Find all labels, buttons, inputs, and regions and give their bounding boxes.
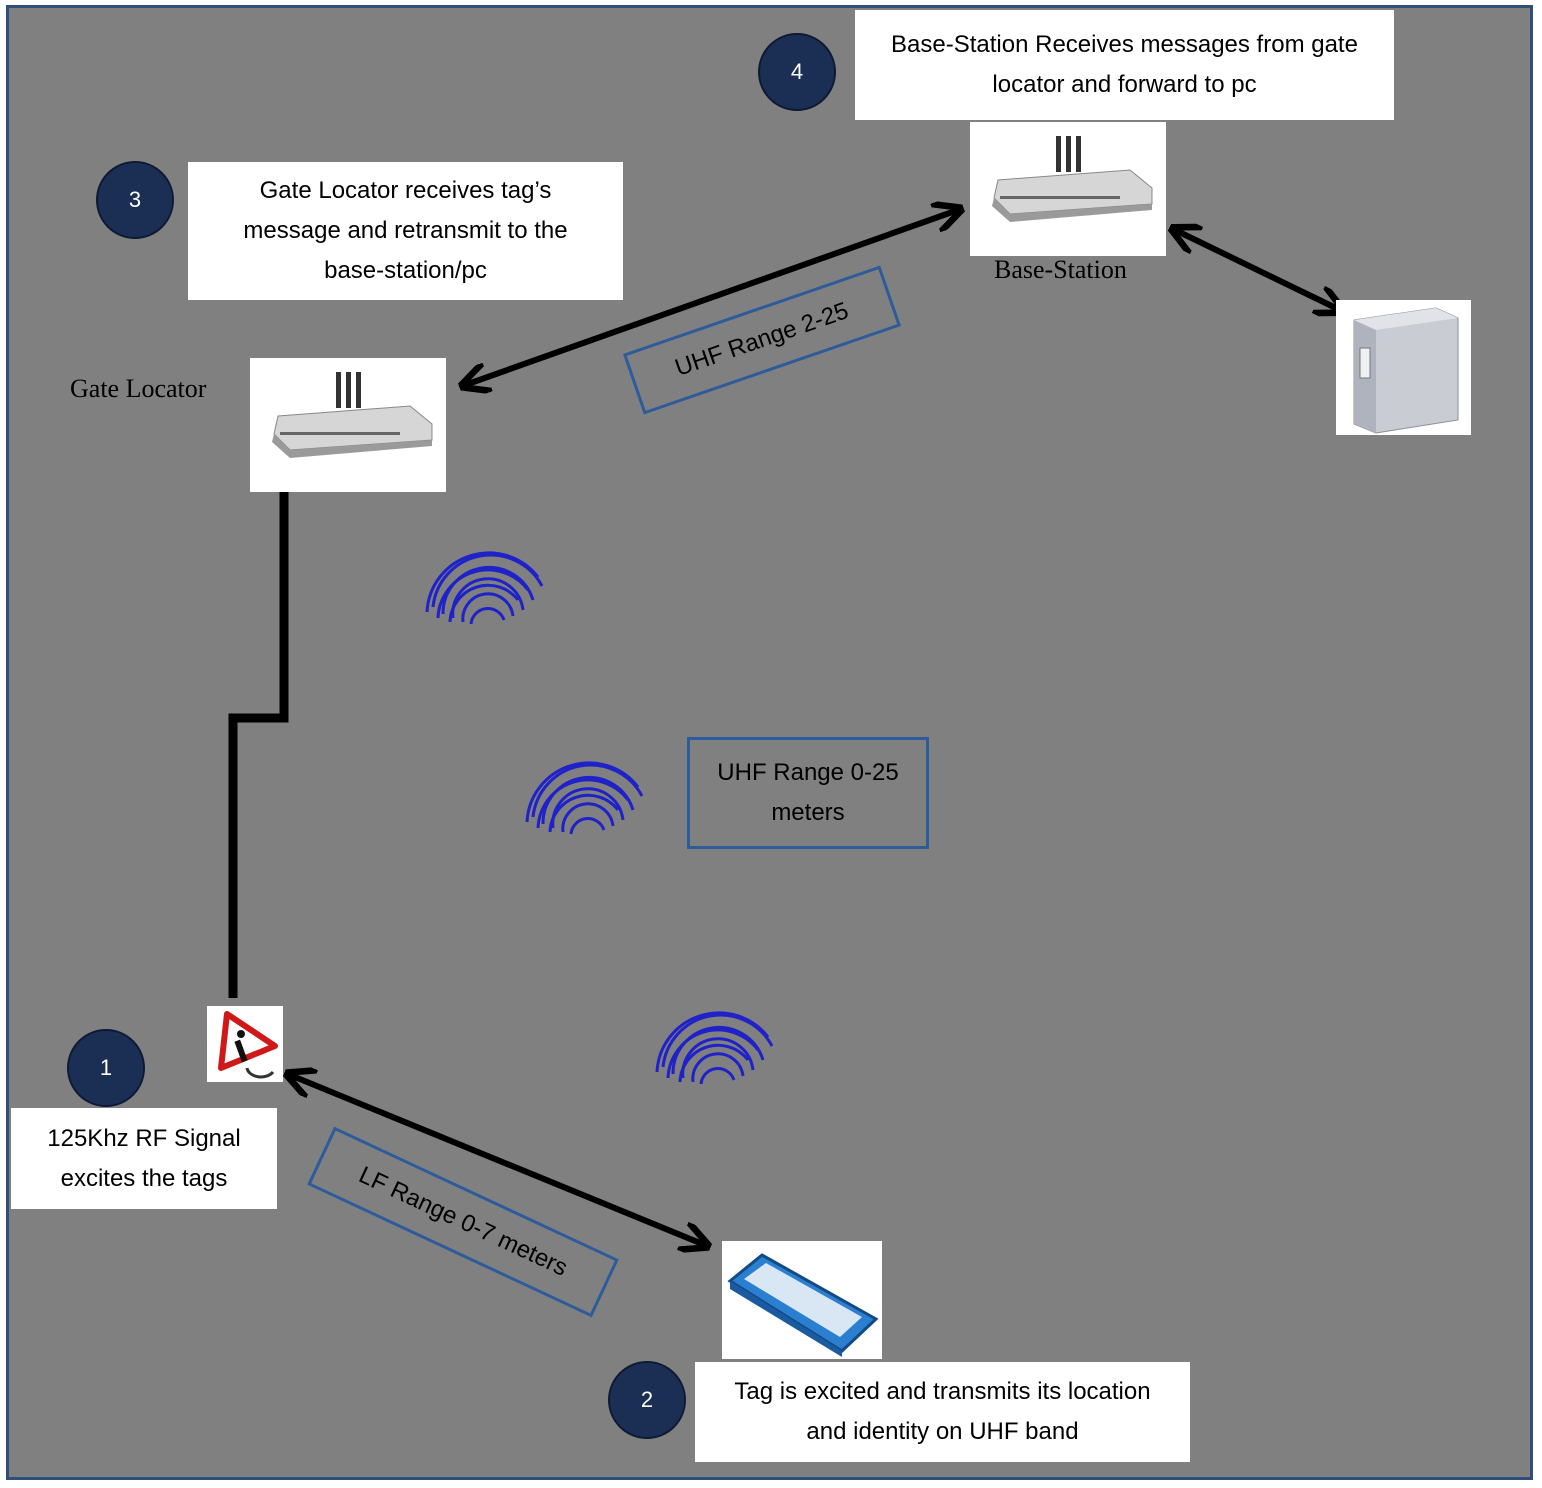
wired-link-line xyxy=(228,448,289,998)
base-station-label: Base-Station xyxy=(994,255,1127,284)
pc-link-arrow xyxy=(1175,230,1340,310)
step-2-badge: 2 xyxy=(608,1361,686,1439)
pc-tower-icon xyxy=(1336,300,1471,435)
gate-locator-label: Gate Locator xyxy=(70,374,207,403)
gate-locator-device-icon xyxy=(250,358,446,492)
uhf-range-0-25-line1: UHF Range 0-25 xyxy=(717,759,899,786)
lf-exciter-warning-icon xyxy=(207,1006,283,1082)
step-3-note: Gate Locator receives tag’s message and … xyxy=(188,162,623,300)
uhf-range-0-25-line2: meters xyxy=(771,799,845,826)
uhf-range-0-25-box: UHF Range 0-25 meters xyxy=(687,737,929,849)
lf-link-arrow xyxy=(290,1075,705,1245)
step-1-badge: 1 xyxy=(67,1029,145,1107)
step-2-line2: and identity on UHF band xyxy=(806,1418,1079,1445)
rf-tag-device-icon xyxy=(722,1241,882,1359)
step-3-badge: 3 xyxy=(96,161,174,239)
step-4-badge: 4 xyxy=(758,33,836,111)
step-4-line2: locator and forward to pc xyxy=(992,71,1257,98)
step-2-note: Tag is excited and transmits its locatio… xyxy=(695,1362,1190,1462)
step-2-line1: Tag is excited and transmits its locatio… xyxy=(734,1378,1151,1405)
step-3-line1: Gate Locator receives tag’s xyxy=(259,177,552,204)
step-3-line3: base-station/pc xyxy=(324,257,487,284)
step-3-line2: message and retransmit to the xyxy=(243,217,568,244)
step-1-line2: excites the tags xyxy=(60,1164,228,1192)
base-station-device-icon xyxy=(970,122,1166,256)
step-1-line1: 125Khz RF Signal xyxy=(47,1124,241,1152)
step-4-note: Base-Station Receives messages from gate… xyxy=(855,10,1394,120)
uhf-link-arrow xyxy=(465,210,958,385)
signal-waves-icon-2 xyxy=(525,761,644,835)
step-4-line1: Base-Station Receives messages from gate xyxy=(891,31,1358,58)
step-1-note: 125Khz RF Signal excites the tags xyxy=(11,1108,277,1209)
signal-waves-icon-1 xyxy=(425,551,544,625)
signal-waves-icon-3 xyxy=(655,1011,774,1085)
